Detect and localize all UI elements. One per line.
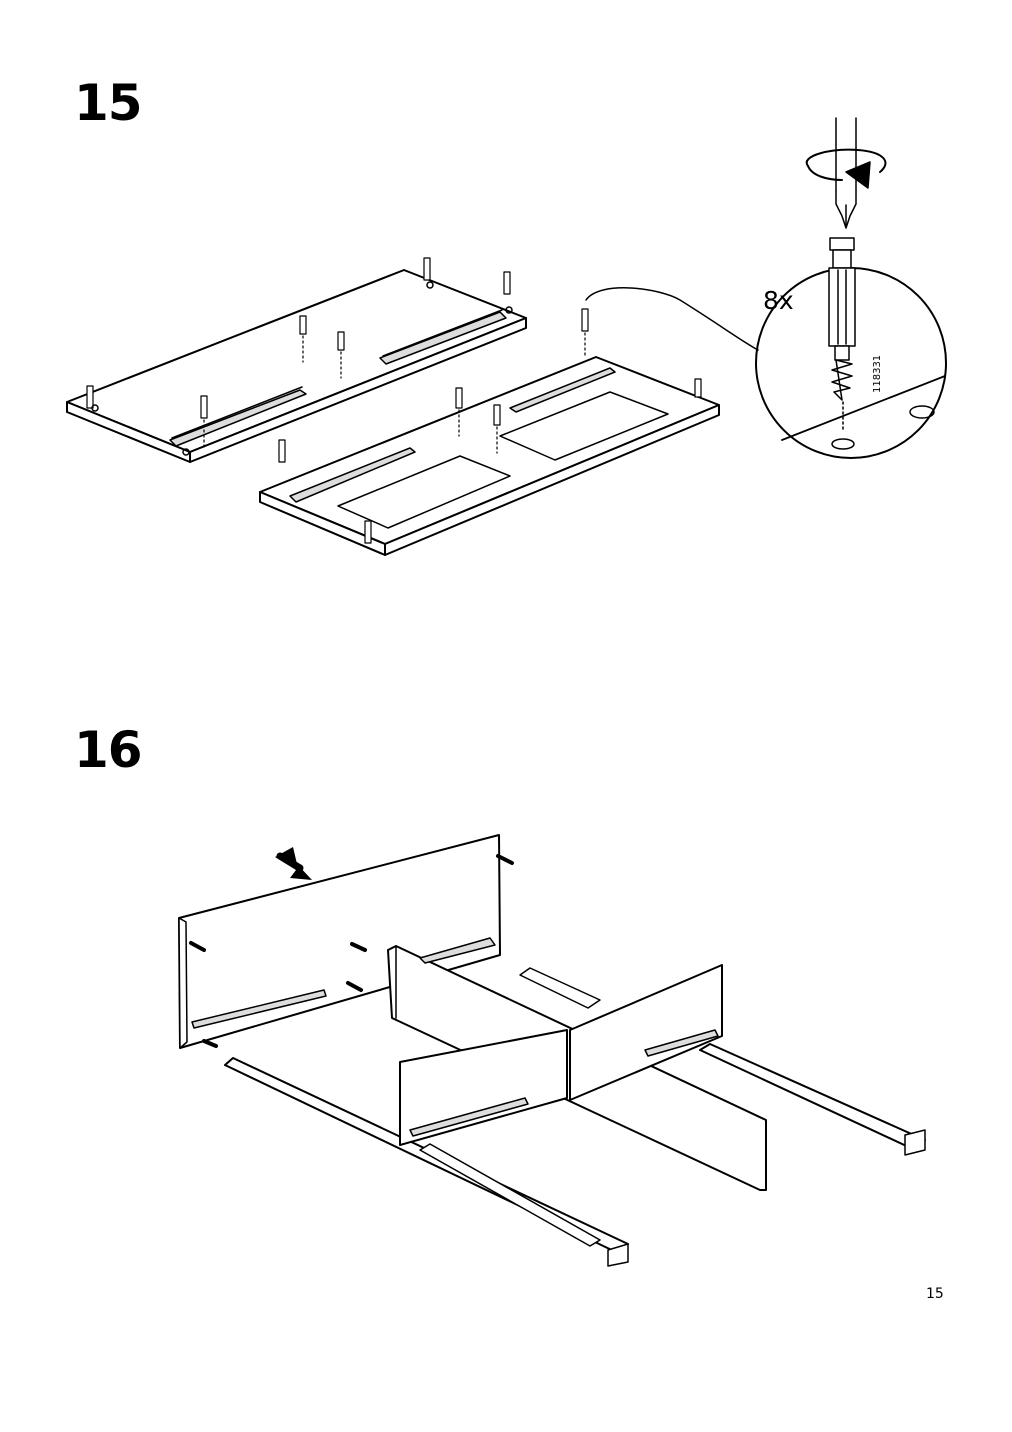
step-15-number: 15 [74,74,143,132]
page-number: 15 [926,1286,944,1302]
back-panel [179,835,512,1048]
cross-panel [570,965,722,1100]
left-panel [67,258,526,462]
side-panel [400,1030,567,1145]
step-15-illustration: 8x 118331 [0,0,1012,700]
rotation-arrow-icon [807,150,886,188]
push-arrow-icon [275,847,312,880]
bottom-rail [420,1144,600,1246]
dowel-screw-icon [829,238,855,430]
step-16-number: 16 [74,721,143,779]
rail-back [520,968,925,1155]
step-16-illustration [0,780,1012,1300]
right-panel [260,309,719,555]
part-number-label: 118331 [872,355,883,393]
quantity-label: 8x [763,286,794,315]
